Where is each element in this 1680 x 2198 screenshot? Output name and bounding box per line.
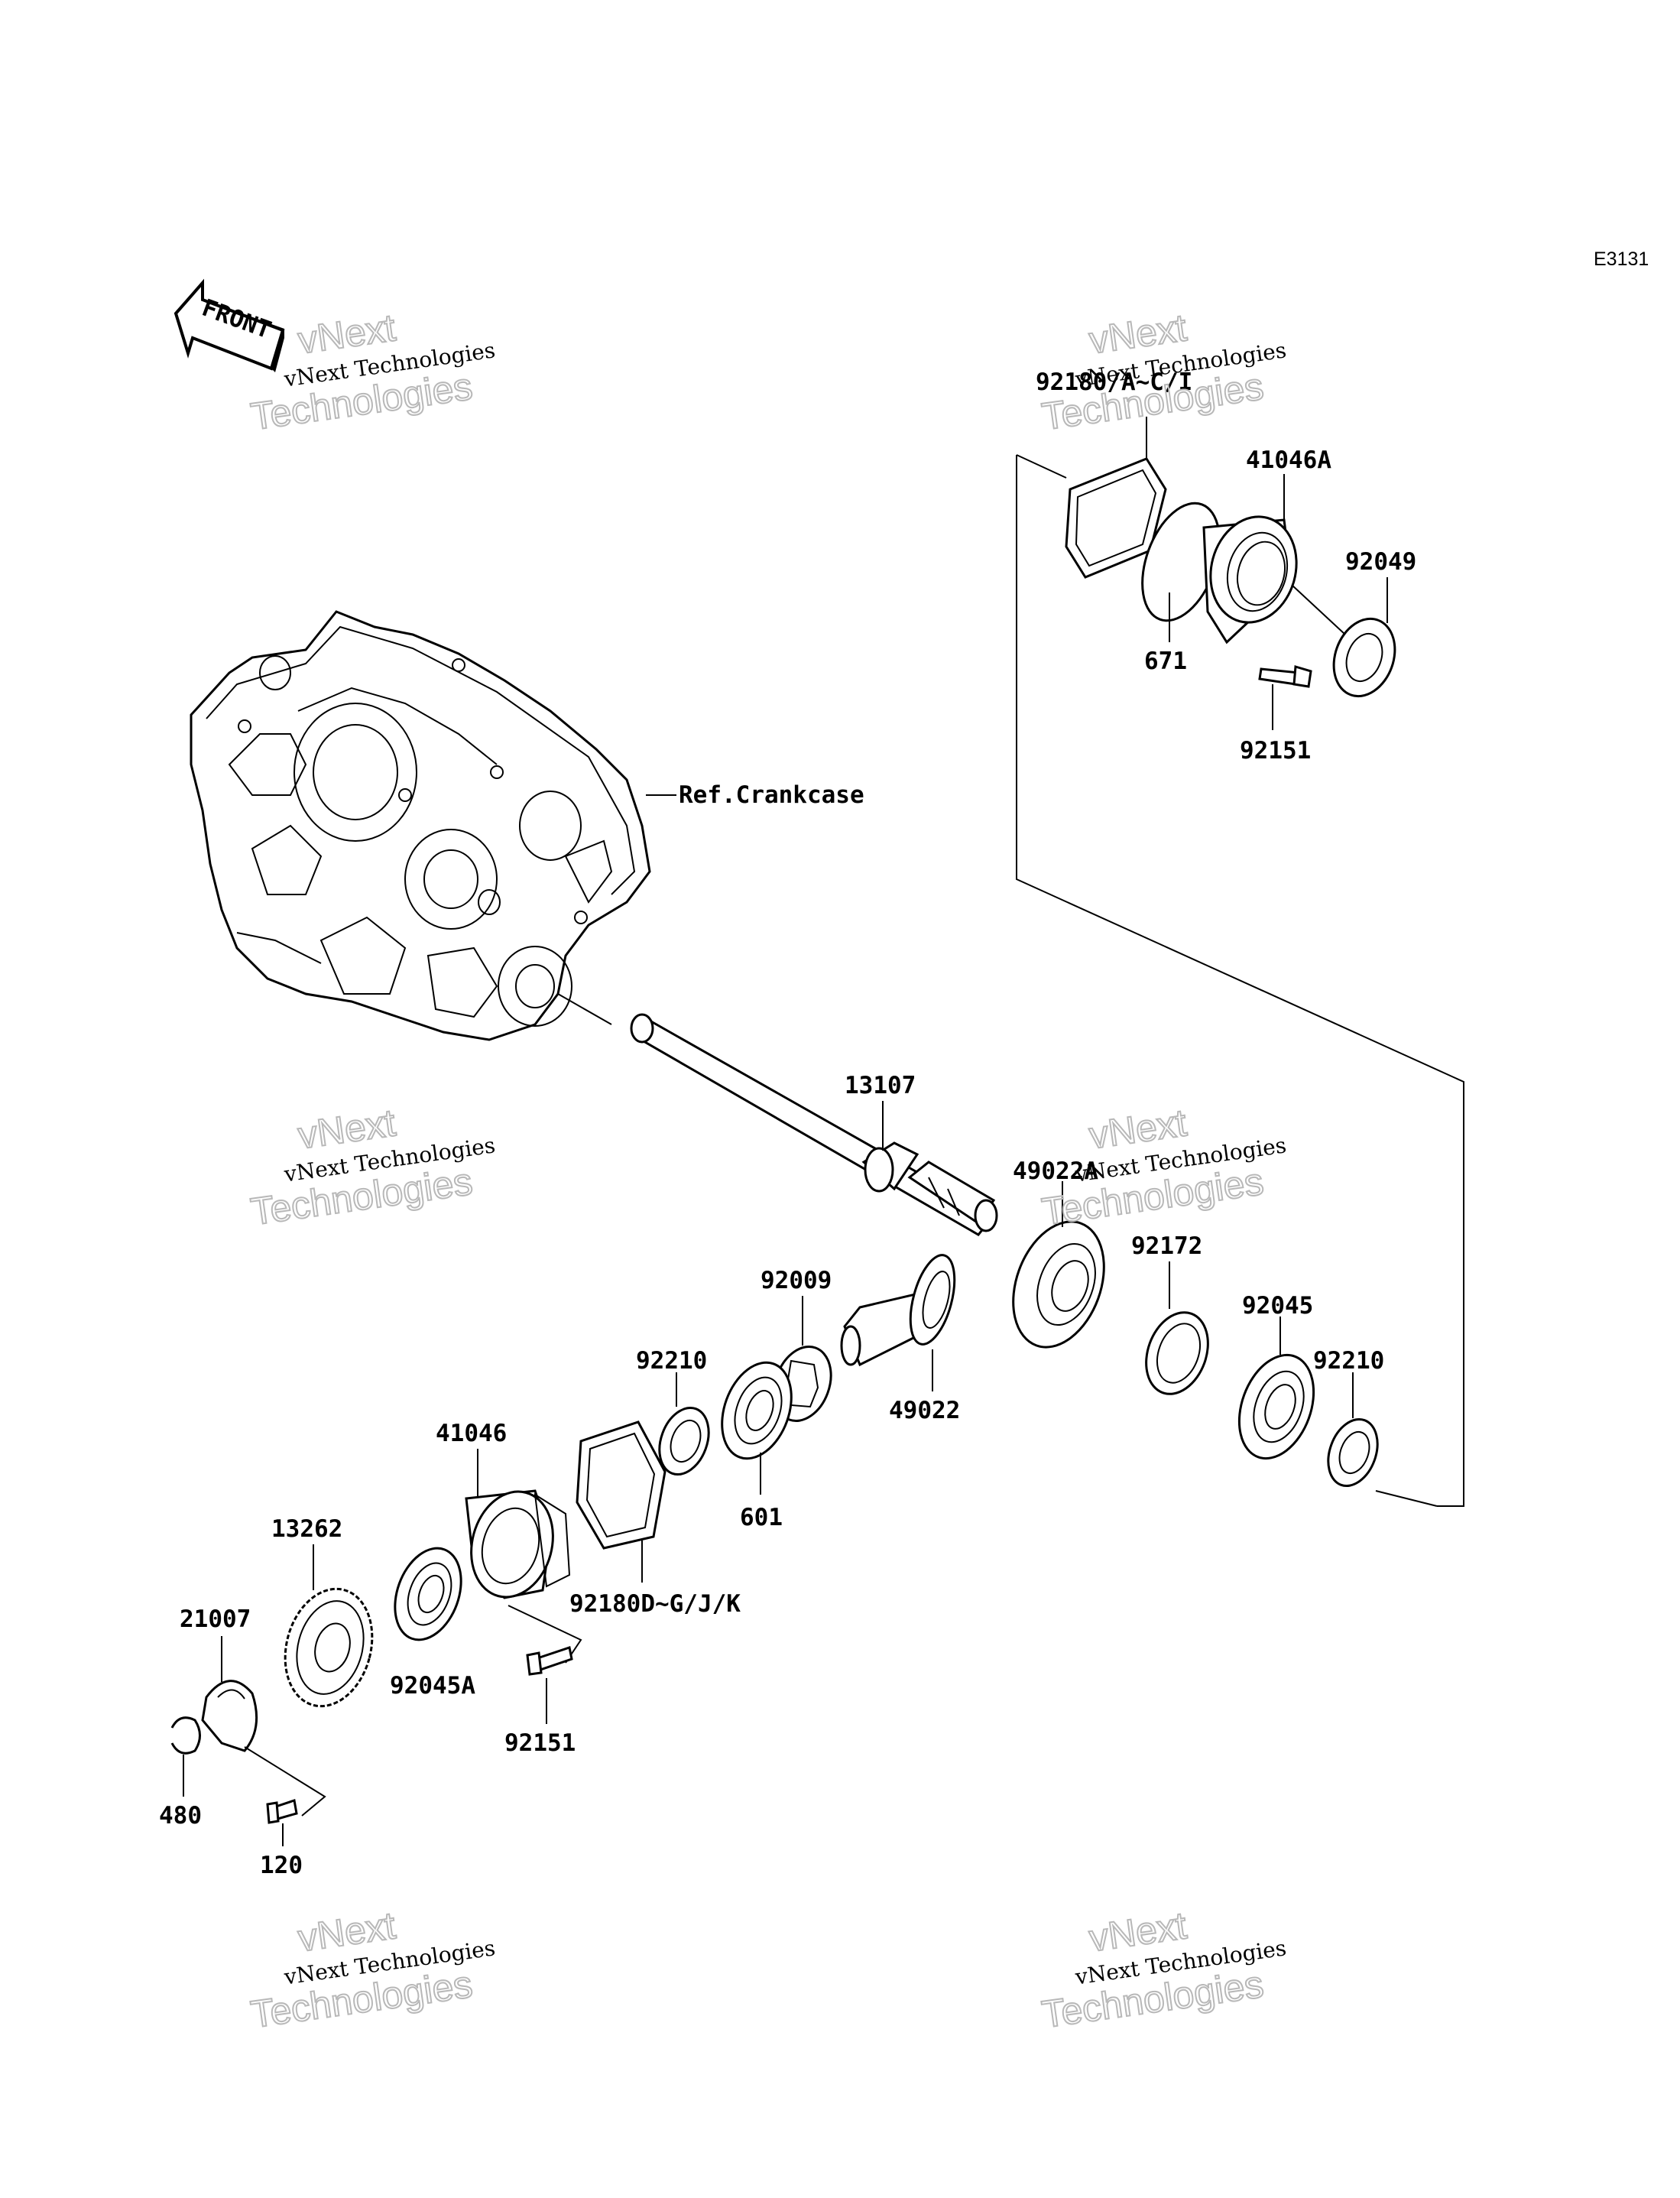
front-arrow-icon: FRONT	[174, 278, 285, 372]
nut-92210-right	[1327, 1417, 1379, 1488]
box-edge-top	[1016, 454, 1067, 479]
nut-92210-left	[658, 1406, 710, 1476]
watermark-bottom-left: vNext Technologies vNext Technologies	[248, 1903, 497, 2037]
label-41046: 41046	[436, 1420, 507, 1447]
label-480: 480	[159, 1802, 202, 1830]
bolt-92151-top	[1258, 665, 1312, 688]
label-41046a: 41046A	[1246, 446, 1331, 474]
crankcase-drawing	[190, 610, 651, 1041]
oil-seal-92049	[1332, 617, 1396, 698]
watermark-bottom-right: vNext Technologies vNext Technologies	[1039, 1903, 1288, 2037]
label-92180-ac: 92180/A~C/I	[1036, 368, 1192, 396]
ball-bearing-92045a	[394, 1547, 462, 1641]
circlip-480	[170, 1716, 201, 1755]
label-49022: 49022	[889, 1397, 960, 1424]
spacer-92172	[1145, 1311, 1209, 1395]
watermark-top-left: vNext Technologies vNext Technologies	[248, 305, 497, 439]
bevel-gear-49022a	[1012, 1220, 1105, 1349]
label-92009: 92009	[761, 1267, 832, 1294]
label-92151-top: 92151	[1240, 737, 1311, 765]
screw-guide-21007	[244, 1746, 326, 1817]
plate-21007	[201, 1680, 258, 1752]
label-49022a: 49022A	[1013, 1157, 1098, 1185]
ball-bearing-601	[721, 1361, 793, 1460]
label-92172: 92172	[1131, 1232, 1202, 1260]
label-13107: 13107	[845, 1072, 916, 1099]
label-601: 601	[740, 1504, 783, 1531]
watermark-middle-left: vNext Technologies vNext Technologies	[248, 1100, 497, 1234]
ball-bearing-92045	[1237, 1353, 1315, 1460]
label-21007: 21007	[180, 1605, 251, 1633]
bolt-92151-bottom	[526, 1646, 573, 1676]
output-shaft-13107	[630, 1013, 998, 1236]
bearing-housing-41046	[465, 1489, 571, 1599]
label-13262: 13262	[271, 1515, 342, 1543]
label-92049: 92049	[1345, 548, 1416, 576]
crankcase-reference-label: Ref.Crankcase	[679, 781, 864, 809]
gasket-92180-bottom	[576, 1420, 666, 1550]
pinion-gear-49022	[840, 1254, 956, 1367]
label-92180-dk: 92180D~G/J/K	[569, 1590, 741, 1618]
box-edge-bottom	[1375, 1490, 1438, 1507]
watermark-top-right: vNext Technologies vNext Technologies	[1039, 305, 1288, 439]
gear-13262	[284, 1587, 374, 1708]
screw-120	[266, 1799, 298, 1824]
label-120: 120	[260, 1852, 303, 1879]
label-92045a: 92045A	[390, 1672, 475, 1700]
bearing-housing-41046a	[1202, 515, 1298, 644]
label-92210-right: 92210	[1313, 1347, 1384, 1375]
label-671: 671	[1144, 648, 1187, 675]
label-92210-left: 92210	[636, 1347, 707, 1375]
shaft-guide-line	[557, 993, 612, 1025]
label-92045: 92045	[1242, 1292, 1313, 1320]
diagram-code: E3131	[1594, 248, 1649, 270]
label-92151-bottom: 92151	[504, 1729, 576, 1757]
axis-41046a-92049	[1291, 584, 1346, 635]
assembly-box-top-right	[1016, 455, 1464, 1507]
